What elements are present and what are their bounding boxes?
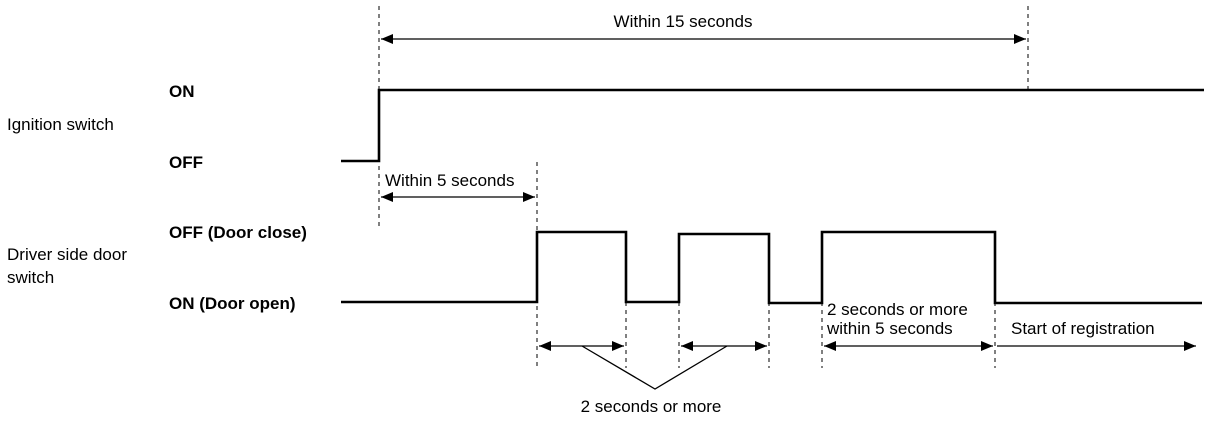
door-off-label: OFF (Door close) xyxy=(169,223,307,242)
ignition-on-label: ON xyxy=(169,82,195,101)
guide-lines xyxy=(378,6,1029,368)
ignition-waveform xyxy=(341,88,1204,163)
ignition-off-label: OFF xyxy=(169,153,203,172)
two-sec-more-label-line2: within 5 seconds xyxy=(826,319,953,338)
start-registration-label: Start of registration xyxy=(1011,319,1155,338)
door-on-label: ON (Door open) xyxy=(169,294,296,313)
within-5-label: Within 5 seconds xyxy=(385,171,514,190)
ignition-switch-label: Ignition switch xyxy=(7,115,114,134)
door-switch-label-line1: Driver side door xyxy=(7,245,127,264)
two-sec-more-label-line1: 2 seconds or more xyxy=(827,300,968,319)
within-15-label: Within 15 seconds xyxy=(614,12,753,31)
door-waveform xyxy=(341,230,1202,305)
two-sec-or-more-label: 2 seconds or more xyxy=(581,397,722,416)
callout-lines xyxy=(581,345,728,390)
door-switch-label-line2: switch xyxy=(7,268,54,287)
